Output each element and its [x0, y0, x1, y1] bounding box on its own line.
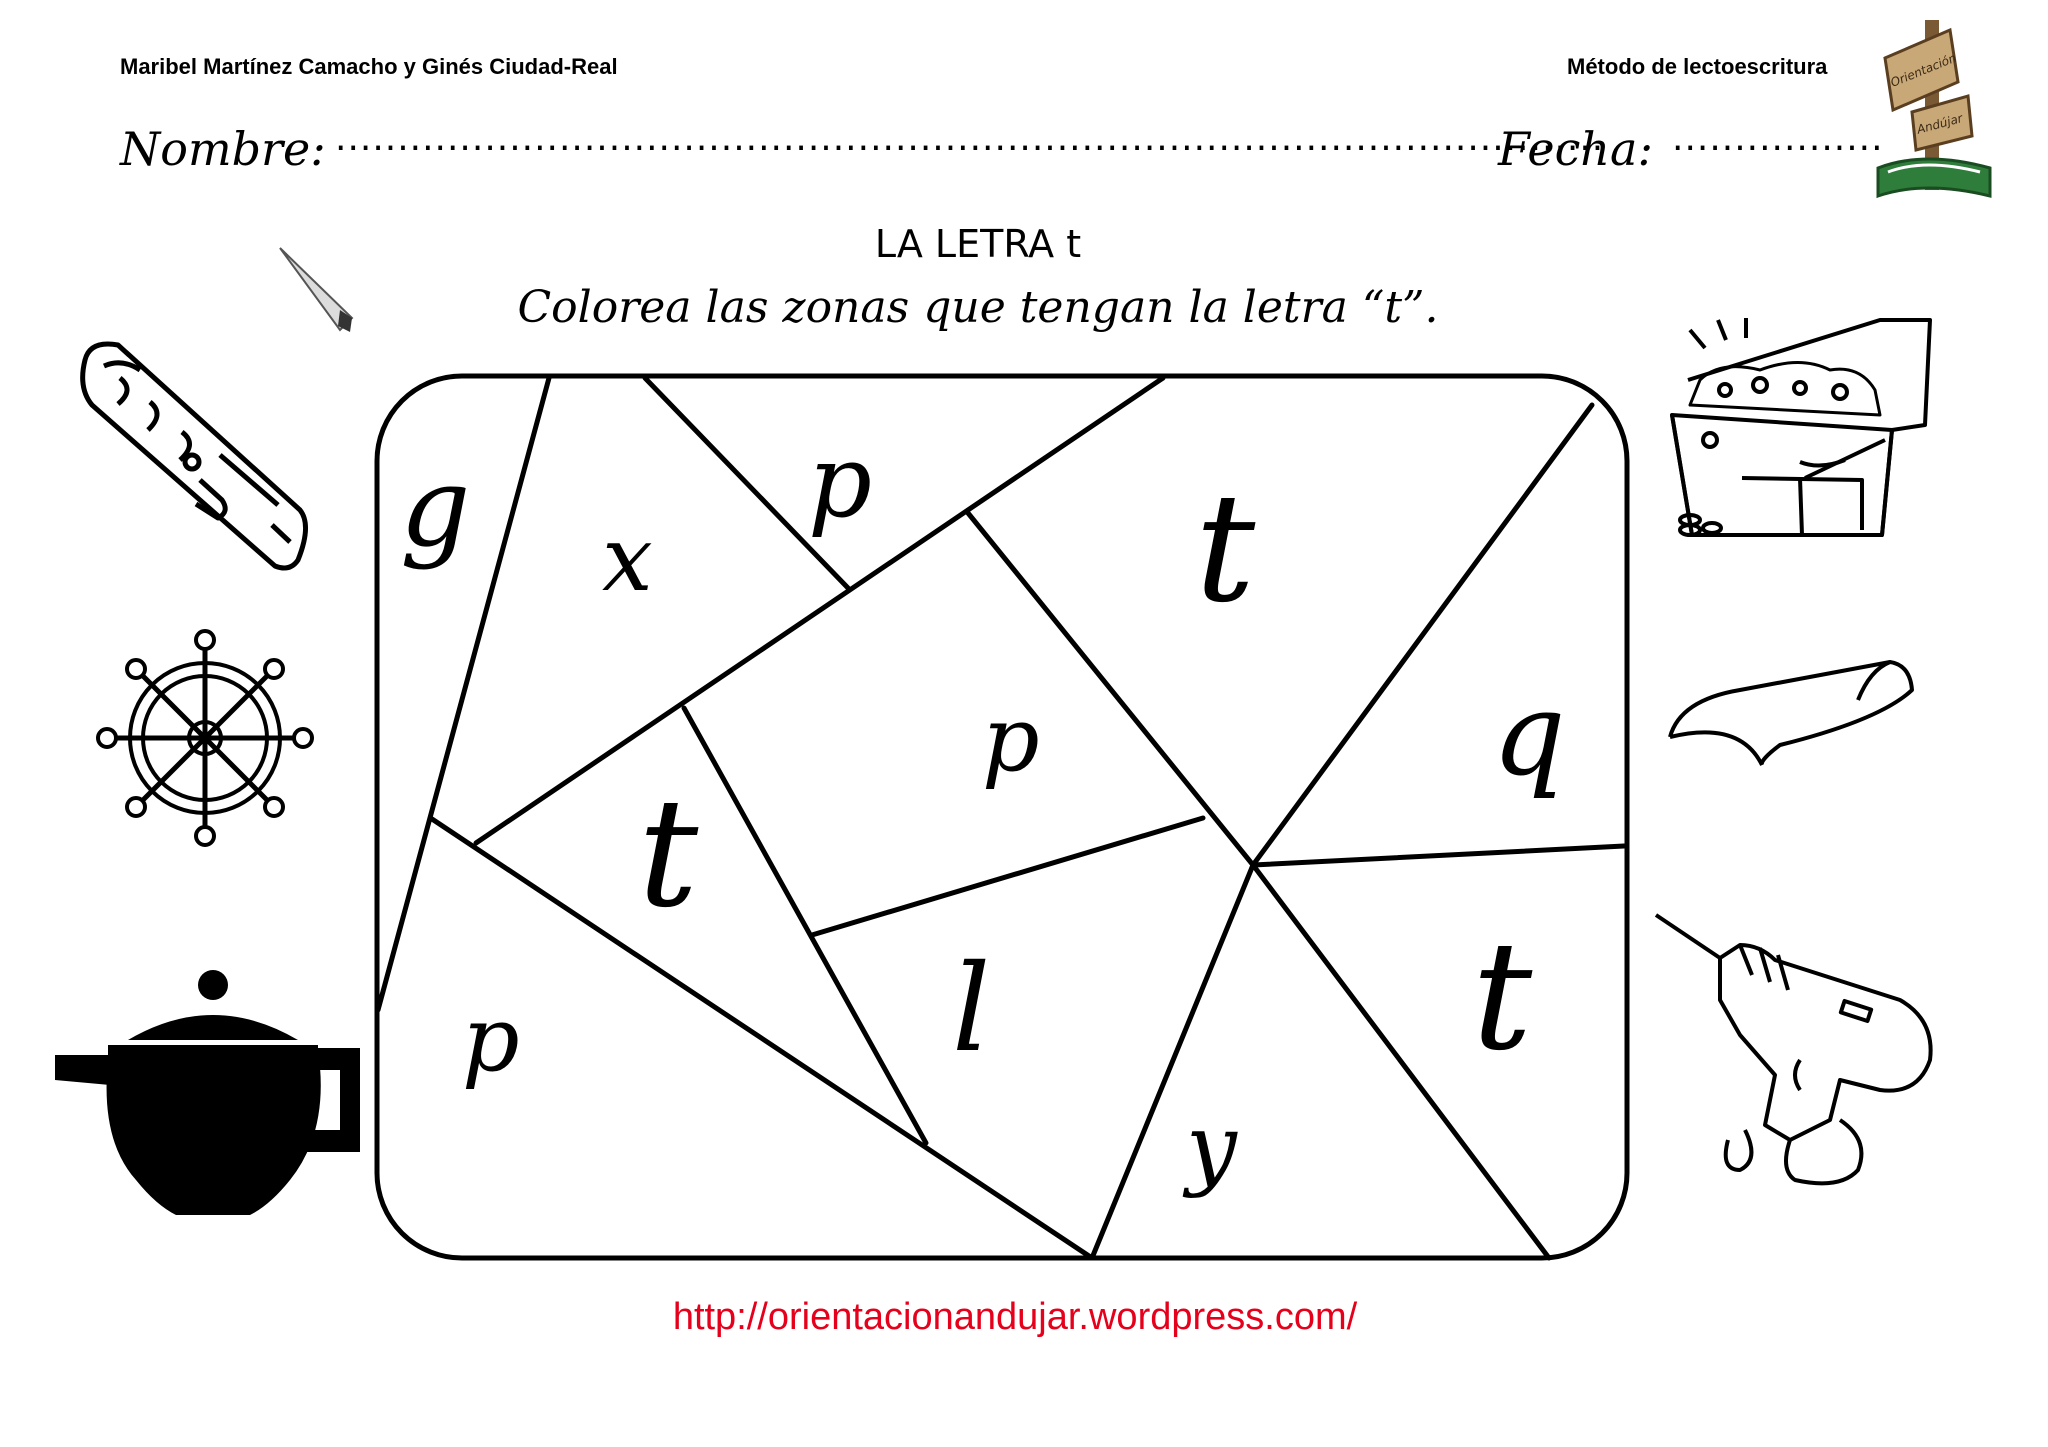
- date-field[interactable]: .................: [1672, 118, 1884, 159]
- puzzle-letter-p: p: [982, 687, 1040, 792]
- puzzle-letter-y: y: [1182, 1095, 1238, 1200]
- puzzle-letter-q: q: [1492, 668, 1566, 802]
- ship-wheel-icon: [96, 629, 314, 847]
- pen-nib-icon: [279, 247, 354, 332]
- instruction-text: Colorea las zonas que tengan la letra “t…: [517, 282, 1439, 333]
- date-label: Fecha:: [1498, 122, 1653, 176]
- puzzle-frame: [374, 373, 1630, 1261]
- puzzle-letter-g: g: [400, 443, 470, 571]
- puzzle-letter-p: p: [462, 987, 520, 1092]
- name-field[interactable]: ........................................…: [335, 118, 1605, 159]
- puzzle-letter-t: t: [638, 767, 699, 941]
- method-text: Método de lectoescritura: [1567, 54, 1828, 79]
- authors-text: Maribel Martínez Camacho y Ginés Ciudad-…: [120, 54, 618, 79]
- puzzle-letter-p: p: [808, 423, 872, 540]
- teapot-icon: [55, 970, 360, 1215]
- name-label: Nombre:: [120, 122, 326, 176]
- power-drill-icon: [1654, 913, 1933, 1186]
- page-title: LA LETRA t: [874, 222, 1082, 266]
- puzzle-letter-x: x: [602, 507, 653, 612]
- puzzle-letter-t: t: [1195, 462, 1256, 636]
- logo-icon: Orientación Andújar: [1876, 20, 1992, 199]
- puzzle-letter-l: l: [952, 940, 990, 1079]
- wall-plug-icon: [80, 341, 308, 571]
- treasure-chest-icon: [1670, 318, 1932, 537]
- roof-tile-icon: [1668, 660, 1914, 766]
- puzzle-letter-t: t: [1472, 910, 1533, 1084]
- website-link[interactable]: http://orientacionandujar.wordpress.com/: [672, 1296, 1358, 1338]
